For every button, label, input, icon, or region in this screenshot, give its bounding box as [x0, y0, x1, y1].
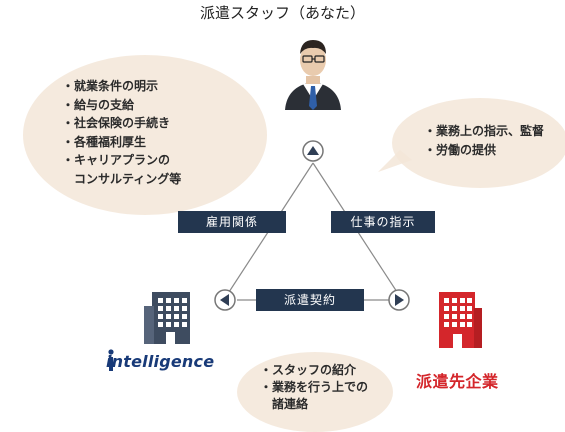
agency-logo: intelligence [106, 352, 215, 371]
agency-building-icon [144, 292, 190, 344]
arrow-right-icon [388, 289, 410, 311]
client-building-icon [439, 292, 482, 348]
right-bubble-text: ・業務上の指示、監督 ・労働の提供 [424, 122, 544, 159]
bubble-item: ・業務上の指示、監督 [424, 124, 545, 138]
bottom-bubble-text: ・スタッフの紹介 ・業務を行う上での 諸連絡 [260, 362, 368, 413]
bubble-item: ・業務を行う上での [260, 380, 369, 394]
work-instruction-label: 仕事の指示 [331, 211, 435, 233]
bubble-item: ・キャリアプランの [62, 153, 171, 167]
left-bubble [23, 55, 267, 215]
arrow-up-icon [302, 140, 324, 162]
bubble-item: ・給与の支給 [62, 97, 135, 112]
agency-logo-mark [108, 349, 114, 371]
bottom-bubble [237, 352, 393, 432]
dispatch-contract-label: 派遣契約 [256, 289, 364, 311]
staff-title: 派遣スタッフ（あなた） [199, 4, 365, 22]
bubble-item: ・社会保険の手続き [62, 116, 171, 130]
staff-person-icon [285, 40, 341, 110]
employment-relation-label: 雇用関係 [178, 211, 286, 233]
bubble-item: ・スタッフの紹介 [260, 363, 357, 377]
bubble-item: ・労働の提供 [424, 142, 497, 157]
client-company-label: 派遣先企業 [416, 372, 499, 391]
right-bubble [378, 98, 565, 188]
left-bubble-text: ・就業条件の明示 ・給与の支給 ・社会保険の手続き ・各種福利厚生 ・キャリアプ… [62, 77, 181, 188]
bubble-item: コンサルティング等 [62, 171, 182, 186]
bubble-item: 諸連絡 [260, 397, 309, 411]
arrow-left-icon [214, 289, 236, 311]
bubble-item: ・各種福利厚生 [62, 134, 147, 149]
bubble-item: ・就業条件の明示 [62, 79, 159, 93]
